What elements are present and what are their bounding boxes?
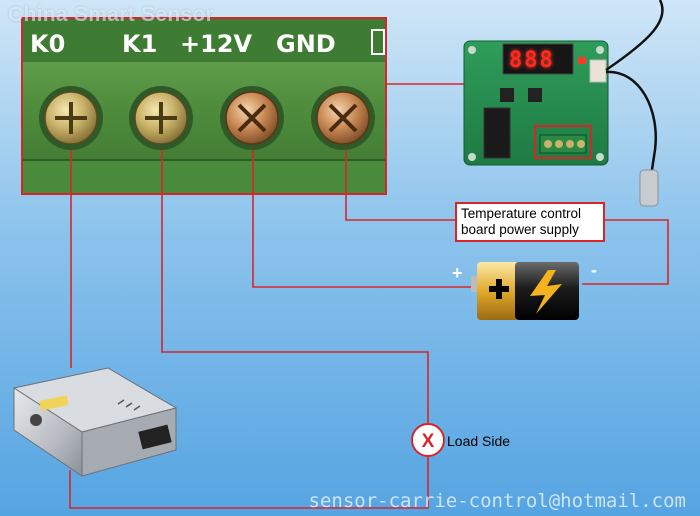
screw-k0 [39, 86, 103, 150]
terminal-block-base [22, 160, 386, 194]
board-screw-3 [566, 140, 574, 148]
temperature-probe [605, 0, 664, 207]
callout-power-supply: Temperature control board power supply [455, 202, 605, 242]
screw-k1 [129, 86, 193, 150]
terminal-block-top [22, 18, 386, 62]
terminal-label-gnd: GND [276, 30, 336, 58]
psu-vents [117, 399, 141, 411]
terminal-label-k1: K1 [122, 30, 158, 58]
wire-k1 [161, 150, 429, 424]
load-side-label: Load Side [447, 433, 511, 449]
probe-tip [639, 169, 659, 207]
screw-plus12v [220, 86, 284, 150]
terminal-label-k0: K0 [30, 30, 66, 58]
battery-plus-v [496, 279, 502, 299]
wire-load-return [69, 456, 429, 509]
mount-hole-bl [468, 153, 476, 161]
callout-line-2: board power supply [461, 222, 579, 237]
load-symbol: X [411, 423, 445, 457]
psu-terminals [138, 424, 172, 450]
battery-nub [471, 276, 477, 292]
psu-side [81, 407, 177, 477]
power-supply [12, 367, 178, 477]
led-display [502, 43, 574, 75]
board-display-text: 888 [509, 48, 555, 73]
board-terminal-highlight [534, 125, 592, 159]
terminal-label-plus12v: +12V [180, 30, 253, 58]
wire-gnd [345, 150, 455, 221]
status-led [578, 57, 586, 64]
terminal-block-notch [371, 29, 385, 55]
mount-hole-br [596, 153, 604, 161]
button-1 [500, 88, 514, 102]
sensor-connector [589, 59, 607, 83]
contact-email: sensor-carrie-control@hotmail.com [308, 490, 687, 512]
board-screw-4 [577, 140, 585, 148]
battery [471, 262, 579, 320]
button-2 [528, 88, 542, 102]
board-screw-2 [555, 140, 563, 148]
load-x-icon: X [422, 431, 435, 452]
terminal-block-frame [21, 17, 387, 195]
probe-cable-1 [605, 0, 664, 72]
board-screw-1 [544, 140, 552, 148]
mount-hole-tr [596, 46, 604, 54]
battery-plus-sign: + [452, 263, 463, 283]
psu-fan [30, 414, 42, 426]
lightning-icon [530, 270, 562, 314]
controller-board [463, 40, 609, 166]
callout-line-1: Temperature control [461, 206, 582, 221]
terminal-block [21, 17, 387, 195]
watermark: China Smart Sensor [8, 3, 215, 26]
wire-plus12v [252, 150, 472, 288]
psu-label [39, 395, 69, 411]
battery-minus-sign: - [591, 260, 597, 280]
relay [483, 107, 511, 159]
wires [69, 83, 669, 509]
wire-supply-return [582, 219, 669, 285]
mount-hole-tl [468, 46, 476, 54]
screw-gnd [311, 86, 375, 150]
load-circle [411, 423, 445, 457]
